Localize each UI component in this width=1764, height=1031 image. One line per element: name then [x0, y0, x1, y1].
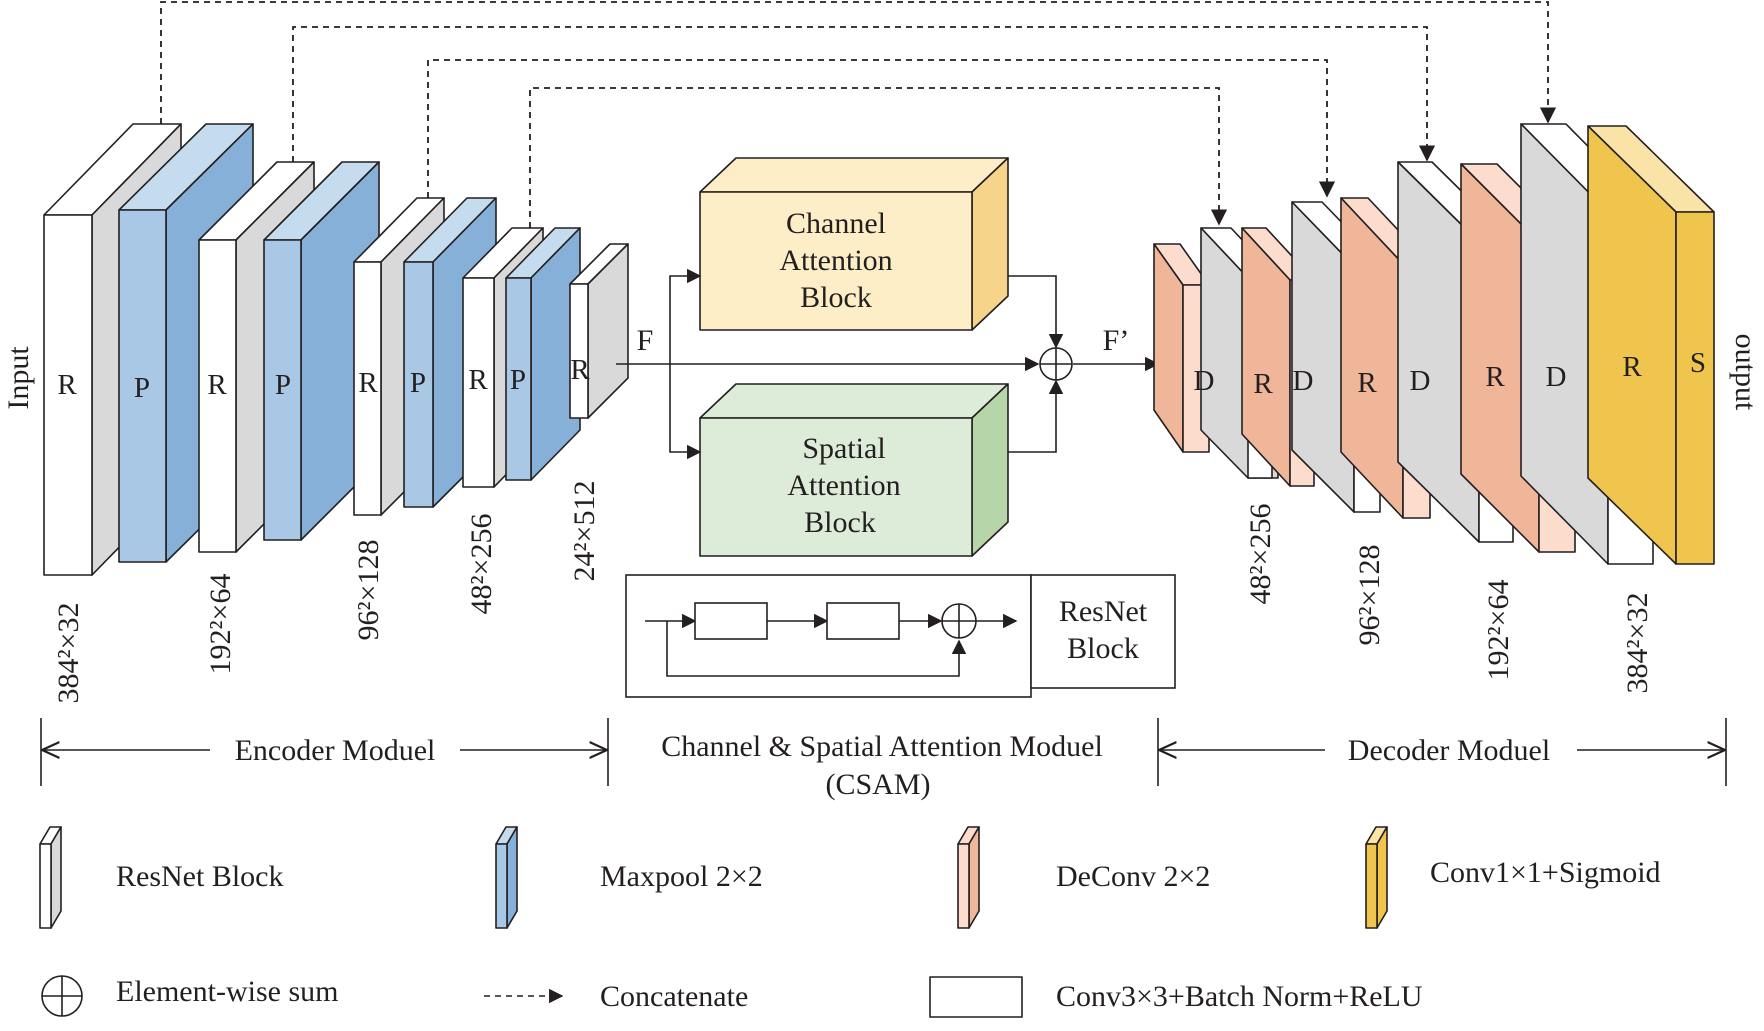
encoder-letter-r4: R: [468, 364, 488, 396]
legend-deconv-icon: [957, 826, 980, 929]
resnet-detail: [625, 574, 1176, 698]
legend-maxpool-icon: [495, 826, 518, 929]
decoder-letter-r2: R: [1357, 367, 1377, 399]
decoder-letter-d1: D: [1194, 365, 1215, 397]
spatial-to-sum-arrow: [1008, 379, 1064, 453]
f-prime-label: F’: [1103, 324, 1130, 357]
legend-resnet-label: ResNet Block: [116, 860, 283, 893]
encoder-letter-r3: R: [358, 367, 378, 399]
decoder-dim-1: 48²×256: [1244, 504, 1277, 605]
encoder-module-label: Encoder Moduel: [235, 734, 436, 767]
encoder-block-letters: R P R P R P R P R: [57, 354, 590, 404]
encoder-letter-p4: P: [510, 364, 526, 396]
skip-connections: [160, 1, 1557, 228]
decoder-sigmoid-block: [1587, 125, 1715, 565]
legend-sum-icon: [41, 975, 83, 1017]
skip-connection-1: [160, 1, 1557, 124]
resnet-detail-conv-1: [694, 602, 768, 640]
spatial-attention-line-3: Block: [804, 506, 876, 539]
csam-connections: [616, 268, 1160, 460]
legend-element-sum-label: Element-wise sum: [116, 975, 338, 1008]
decoder-letter-r4: R: [1622, 351, 1642, 383]
csam-module-label-2: (CSAM): [825, 768, 930, 801]
legend-maxpool-label: Maxpool 2×2: [600, 860, 763, 893]
decoder-dimension-labels: 48²×256 96²×128 192²×64 384²×32: [1244, 504, 1654, 694]
spatial-attention-block: [699, 383, 1009, 557]
decoder-letter-r1: R: [1253, 368, 1273, 400]
spatial-attention-line-2: Attention: [787, 469, 900, 502]
legend-resnet-icon: [39, 826, 62, 929]
resnet-detail-conv-2: [826, 602, 900, 640]
encoder-letter-p2: P: [275, 369, 291, 401]
legend-sigmoid-icon: [1365, 826, 1388, 929]
csam-module-label-1: Channel & Spatial Attention Moduel: [661, 730, 1103, 763]
encoder-letter-p1: P: [134, 372, 150, 404]
legend-deconv-label: DeConv 2×2: [1056, 860, 1210, 893]
module-spans: [40, 718, 1727, 786]
encoder-letter-r5: R: [570, 354, 590, 386]
legend-concatenate-label: Concatenate: [600, 980, 748, 1013]
skip-connection-2: [292, 26, 1436, 162]
decoder-dim-2: 96²×128: [1353, 545, 1386, 646]
encoder-dim-3: 96²×128: [352, 540, 385, 641]
encoder-letter-p3: P: [410, 367, 426, 399]
decoder-letter-d3: D: [1410, 365, 1431, 397]
spatial-attention-line-1: Spatial: [802, 432, 885, 465]
channel-attention-text: Channel Attention Block: [779, 207, 892, 314]
decoder-blocks: [1153, 123, 1715, 565]
encoder-maxpool-block-4: [505, 227, 581, 481]
channel-attention-block: [699, 157, 1009, 331]
spatial-attention-text: Spatial Attention Block: [787, 432, 900, 539]
decoder-letter-r3: R: [1485, 361, 1505, 393]
channel-attention-line-2: Attention: [779, 244, 892, 277]
encoder-letter-r2: R: [207, 369, 227, 401]
legend: [39, 826, 1388, 1018]
legend-conv-bn-relu-label: Conv3×3+Batch Norm+ReLU: [1056, 980, 1423, 1013]
legend-labels: ResNet Block Maxpool 2×2 DeConv 2×2 Conv…: [116, 856, 1661, 1013]
resnet-detail-label-box: [1030, 574, 1176, 689]
encoder-dimension-labels: 384²×32 192²×64 96²×128 48²×256 24²×512: [52, 481, 601, 704]
decoder-dim-3: 192²×64: [1482, 580, 1515, 681]
resnet-detail-line-1: ResNet: [1059, 595, 1148, 628]
resnet-detail-line-2: Block: [1067, 632, 1139, 665]
encoder-blocks: [43, 123, 629, 576]
skip-connection-3: [427, 59, 1336, 198]
output-label: output: [1729, 334, 1762, 411]
encoder-dim-1: 384²×32: [52, 603, 85, 704]
encoder-dim-4: 48²×256: [465, 514, 498, 615]
decoder-dim-4: 384²×32: [1621, 593, 1654, 694]
legend-conv-bn-relu-icon: [929, 976, 1023, 1018]
f-to-spatial-arrow: [669, 364, 702, 460]
input-label: Input: [2, 346, 35, 410]
decoder-letter-s: S: [1690, 347, 1706, 379]
decoder-module-label: Decoder Moduel: [1348, 734, 1550, 767]
channel-attention-line-1: Channel: [786, 207, 886, 240]
f-to-channel-arrow: [669, 268, 702, 364]
encoder-letter-r1: R: [57, 369, 77, 401]
module-labels: Encoder Moduel Channel & Spatial Attenti…: [235, 730, 1551, 801]
csam-sum-node: [1039, 347, 1073, 381]
channel-attention-line-3: Block: [800, 281, 872, 314]
decoder-letter-d4: D: [1546, 361, 1567, 393]
encoder-dim-5: 24²×512: [568, 481, 601, 582]
skip-connection-4: [529, 87, 1228, 228]
resnet-detail-text: ResNet Block: [1059, 595, 1148, 665]
legend-conv-sigmoid-label: Conv1×1+Sigmoid: [1430, 856, 1661, 889]
encoder-resnet-block-5: [569, 243, 629, 419]
f-label: F: [637, 324, 654, 357]
encoder-dim-2: 192²×64: [204, 574, 237, 675]
channel-to-sum-arrow: [1008, 275, 1064, 349]
decoder-letter-d2: D: [1293, 365, 1314, 397]
decoder-block-letters: D R D R D R D R S: [1194, 347, 1707, 400]
